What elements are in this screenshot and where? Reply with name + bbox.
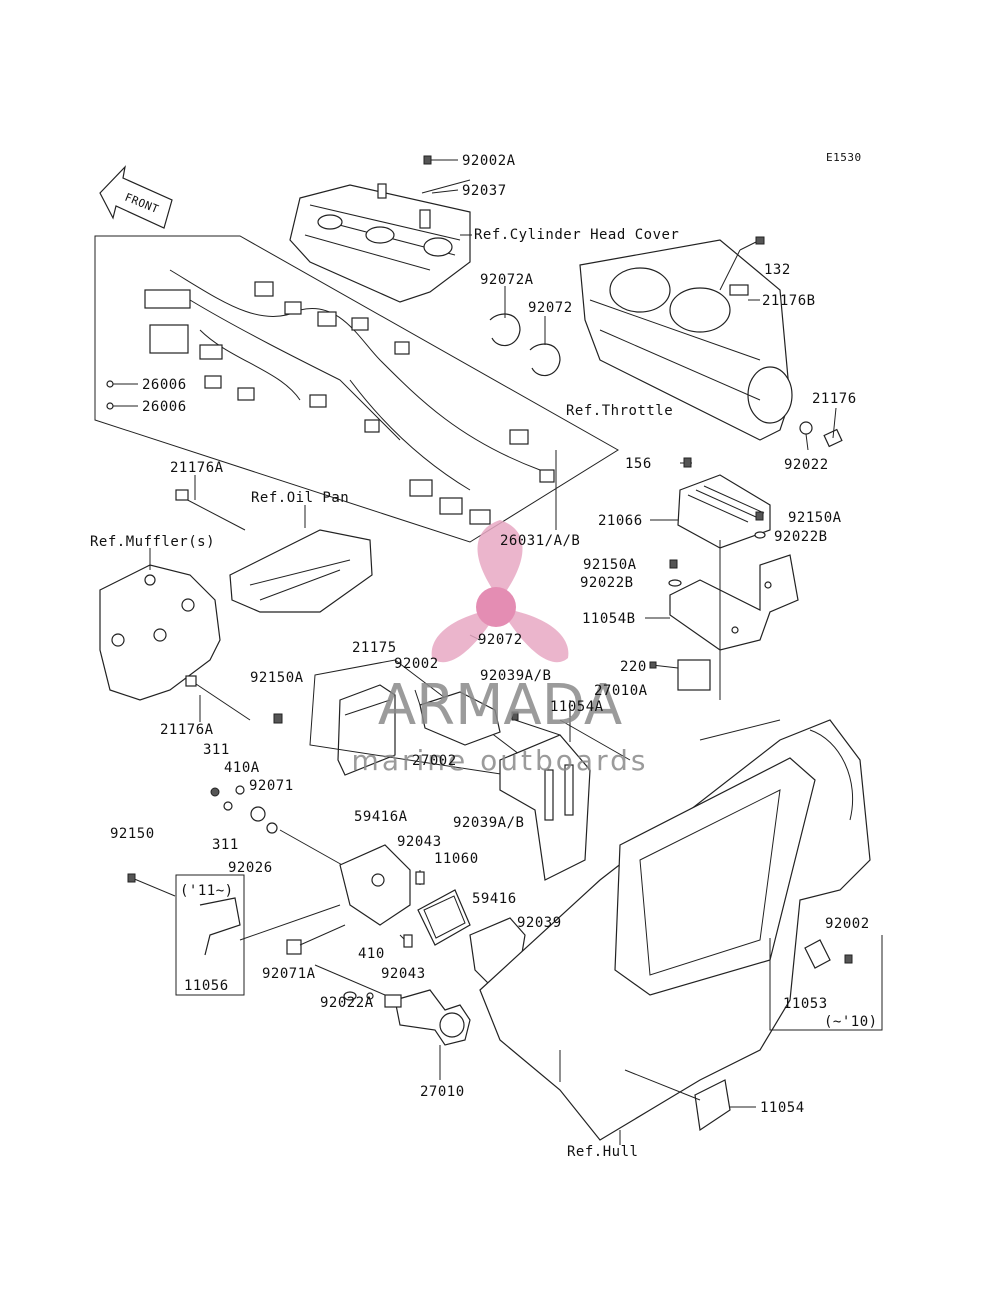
label-21176a-bot: 21176A: [160, 722, 214, 738]
label-21066: 21066: [598, 513, 643, 529]
label-92002-r: 92002: [825, 916, 870, 932]
label-410a: 410A: [224, 760, 260, 776]
label-26006-b: 26006: [142, 399, 187, 415]
label-92150a-r: 92150A: [788, 510, 842, 526]
label-27010a: 27010A: [594, 683, 648, 699]
propeller-blade-top: [477, 520, 523, 600]
label-92150a-l: 92150A: [250, 670, 304, 686]
diagram-code: E1530: [826, 151, 862, 164]
label-27010: 27010: [420, 1084, 465, 1100]
label-26031: 26031/A/B: [500, 533, 580, 549]
label-410: 410: [358, 946, 385, 962]
label-92043-bot: 92043: [381, 966, 426, 982]
watermark-logo: ARMADA marine outboards: [352, 520, 649, 777]
label-59416: 59416: [472, 891, 517, 907]
label-21175: 21175: [352, 640, 397, 656]
label-21176: 21176: [812, 391, 857, 407]
label-11: ('11~): [180, 883, 234, 899]
label-92072-mid: 92072: [478, 632, 523, 648]
label-92022b-m: 92022B: [580, 575, 634, 591]
label-11054: 11054: [760, 1100, 805, 1116]
label-92022: 92022: [784, 457, 829, 473]
label-ref-cylinder-head: Ref.Cylinder Head Cover: [474, 227, 679, 243]
watermark-brand: ARMADA: [378, 673, 622, 738]
label-ref-oil-pan: Ref.Oil Pan: [251, 490, 349, 506]
propeller-icon: [431, 520, 569, 663]
watermark-tagline: marine outboards: [352, 744, 649, 777]
label-92071: 92071: [249, 778, 294, 794]
label-92022b-r: 92022B: [774, 529, 828, 545]
hull: [479, 719, 871, 1141]
label-92071a: 92071A: [262, 966, 316, 982]
label-92026: 92026: [228, 860, 273, 876]
label-21176b: 21176B: [762, 293, 816, 309]
label-ref-muffler: Ref.Muffler(s): [90, 534, 215, 550]
oil-pan: [229, 529, 373, 613]
label-92037: 92037: [462, 183, 507, 199]
label-311-top: 311: [203, 742, 230, 758]
cover-59416a: [339, 844, 411, 926]
label-156: 156: [625, 456, 652, 472]
bracket-11054a: [499, 734, 591, 881]
label-92150a-m: 92150A: [583, 557, 637, 573]
regulator: [677, 474, 771, 549]
ecu-21175: [337, 684, 396, 776]
propeller-hub: [476, 587, 516, 627]
label-11054b: 11054B: [582, 611, 636, 627]
relay-27010: [384, 989, 471, 1046]
cylinder-head-cover: [289, 183, 471, 303]
label-92002a: 92002A: [462, 153, 516, 169]
label-27002: 27002: [412, 753, 457, 769]
label-10: (~'10): [824, 1014, 878, 1030]
label-11053: 11053: [783, 996, 828, 1012]
label-26006-a: 26006: [142, 377, 187, 393]
label-220: 220: [620, 659, 647, 675]
label-132: 132: [764, 262, 791, 278]
label-21176a-top: 21176A: [170, 460, 224, 476]
label-92039: 92039: [517, 915, 562, 931]
label-ref-hull: Ref.Hull: [567, 1144, 638, 1160]
label-92150: 92150: [110, 826, 155, 842]
label-92072-top: 92072: [528, 300, 573, 316]
main-wire-harness: [144, 269, 555, 525]
bracket-11054b: [669, 554, 799, 651]
label-ref-throttle: Ref.Throttle: [566, 403, 673, 419]
muffler: [99, 564, 221, 701]
front-arrow-icon: FRONT: [99, 165, 173, 229]
label-92002-m: 92002: [394, 656, 439, 672]
label-92043-top: 92043: [397, 834, 442, 850]
label-11060: 11060: [434, 851, 479, 867]
label-311-bot: 311: [212, 837, 239, 853]
label-92039ab-top: 92039A/B: [480, 668, 551, 684]
label-11054a: 11054A: [550, 699, 604, 715]
label-92072a: 92072A: [480, 272, 534, 288]
label-92022a: 92022A: [320, 995, 374, 1011]
label-59416a: 59416A: [354, 809, 408, 825]
propeller-blade-right: [500, 608, 569, 663]
label-11056: 11056: [184, 978, 229, 994]
label-92039ab-mid: 92039A/B: [453, 815, 524, 831]
